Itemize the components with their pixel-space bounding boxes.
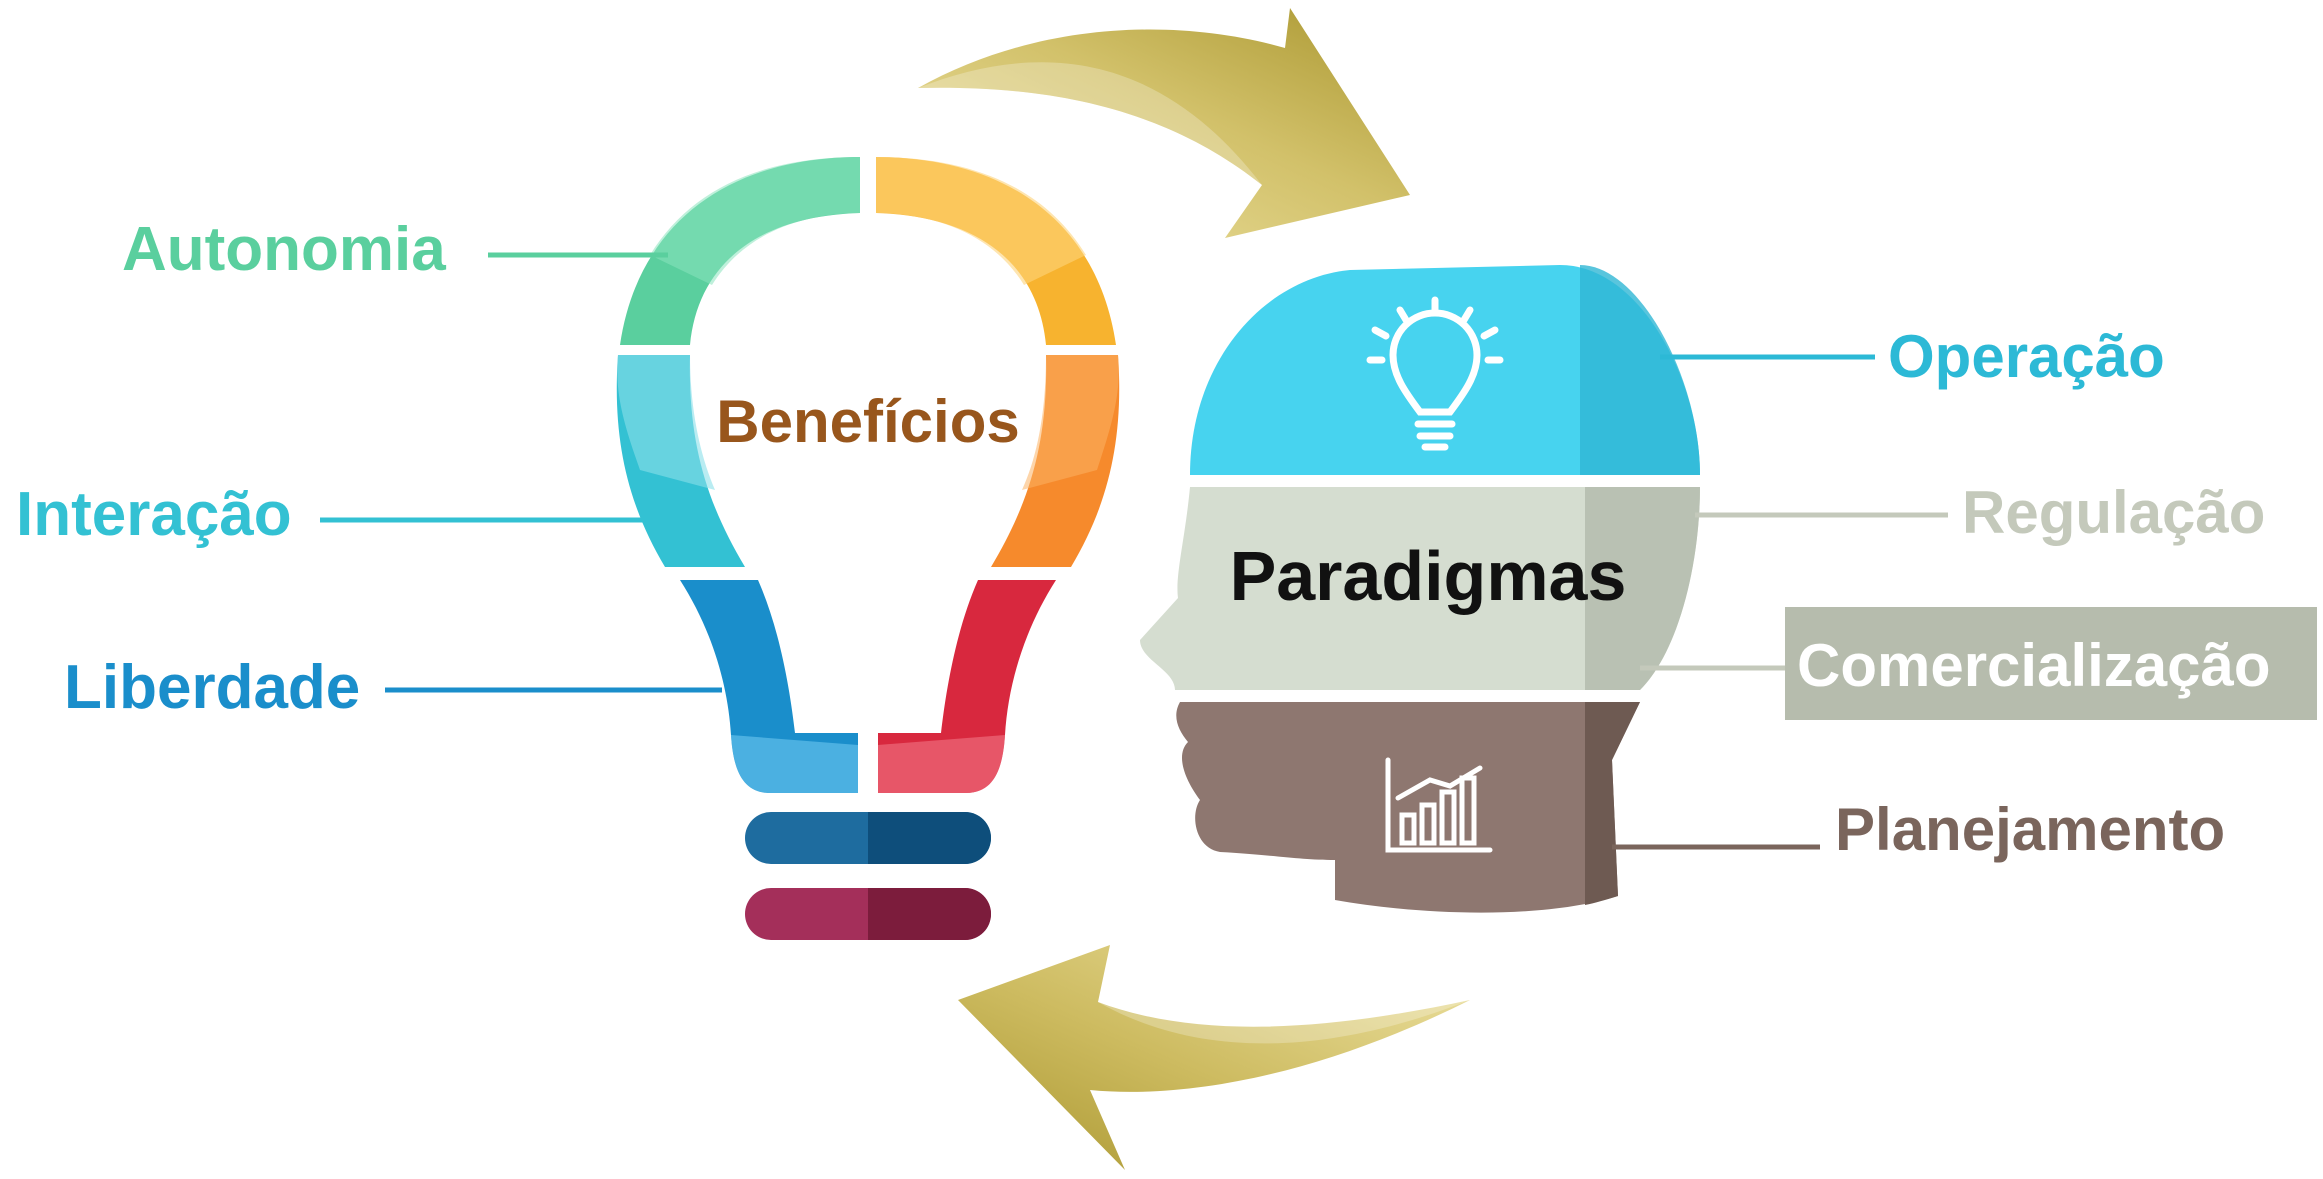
bulb-segment-right-orange xyxy=(991,355,1120,567)
label-liberdade: Liberdade xyxy=(64,653,361,722)
label-comercializacao: Comercialização xyxy=(1797,632,2271,699)
bulb-center-label: Benefícios xyxy=(716,388,1019,455)
head-band-regulacao xyxy=(1140,487,1700,690)
comercializacao-box xyxy=(1785,607,2317,720)
bulb-segment-interacao xyxy=(616,355,745,567)
bulb-segment-top-right xyxy=(876,157,1116,345)
bulb-base-band-2 xyxy=(745,888,991,940)
head-band-operacao xyxy=(1190,265,1700,475)
head-band-planejamento xyxy=(1176,702,1640,913)
arrow-left-icon xyxy=(958,945,1470,1170)
label-interacao: Interação xyxy=(16,480,292,549)
connector-lines xyxy=(320,252,1948,850)
label-planejamento: Planejamento xyxy=(1835,796,2226,863)
label-regulacao: Regulação xyxy=(1962,479,2266,546)
bulb-segment-autonomia xyxy=(620,157,860,345)
lightbulb-icon xyxy=(1366,296,1504,451)
label-operacao: Operação xyxy=(1888,323,2165,390)
arrow-right-icon xyxy=(918,8,1410,238)
bulb-graphic xyxy=(616,157,1120,940)
bulb-segment-liberdade xyxy=(680,580,858,793)
bulb-segment-bottom-red xyxy=(878,580,1056,793)
label-autonomia: Autonomia xyxy=(122,215,446,284)
bulb-base-band-1 xyxy=(745,812,991,864)
head-graphic xyxy=(1140,265,1700,913)
head-center-label: Paradigmas xyxy=(1230,537,1627,615)
growth-chart-icon xyxy=(1385,757,1493,853)
